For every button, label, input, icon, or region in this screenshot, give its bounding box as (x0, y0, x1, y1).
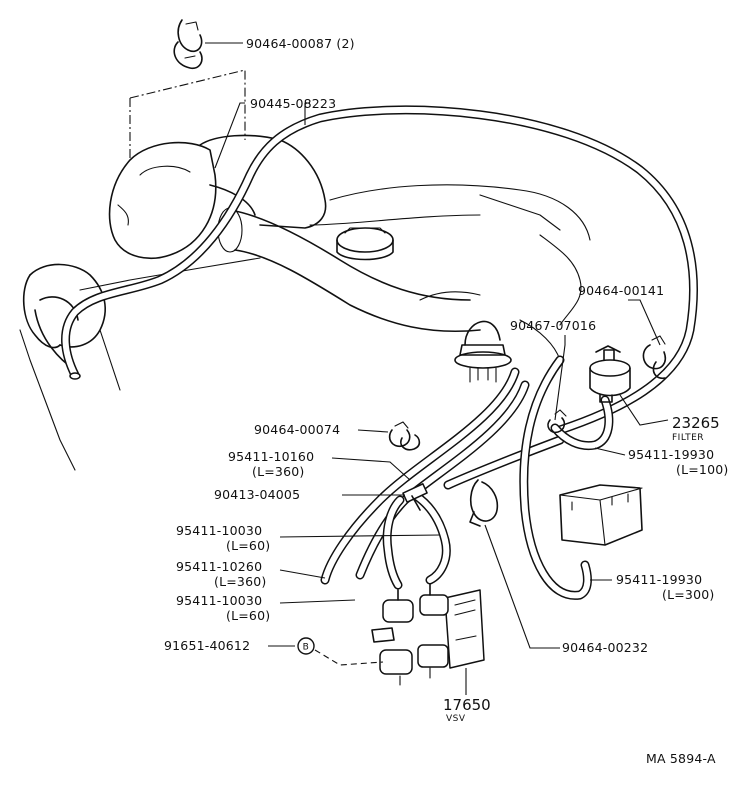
label-hose-60a-length: (L=60) (226, 538, 270, 553)
clip-left-icon (388, 421, 421, 451)
label-bolt: 91651-40612 (164, 638, 250, 653)
clip-right-icon (642, 335, 667, 380)
label-hose-360b-number: 95411-10260 (176, 559, 262, 574)
label-clip-right: 90464-00141 (578, 283, 664, 298)
hose-clamp-loop-icon (469, 479, 499, 527)
label-clip-mid: 90467-07016 (510, 318, 596, 333)
label-vsv-name: VSV (446, 714, 466, 724)
label-clamp-bottom: 90464-00232 (562, 640, 648, 655)
vacuum-damper (454, 320, 512, 383)
label-filter-name: FILTER (672, 433, 704, 443)
hose-long-loop (61, 105, 698, 435)
label-clip-top: 90464-00087 (2) (246, 36, 355, 51)
label-tee: 90413-04005 (214, 487, 300, 502)
label-hose-100-number: 95411-19930 (628, 447, 714, 462)
hose-bundle-to-vsv (320, 355, 614, 600)
part-labels: 90464-00087 (2) 90445-08223 90464-00141 … (164, 36, 728, 766)
leader-lines (205, 42, 669, 695)
label-hose-300-number: 95411-19930 (616, 572, 702, 587)
label-vsv-number: 17650 (443, 696, 491, 714)
label-filter-number: 23265 (672, 414, 720, 432)
bolt-ref-letter: B (303, 643, 310, 653)
label-hose-360b-length: (L=360) (214, 574, 266, 589)
label-hose-60a-number: 95411-10030 (176, 523, 262, 538)
label-hose-long: 90445-08223 (250, 96, 336, 111)
bolt-ref-marker: B (297, 637, 315, 655)
vsv-assembly (371, 583, 485, 686)
label-hose-300-length: (L=300) (662, 587, 714, 602)
label-hose-60b-length: (L=60) (226, 608, 270, 623)
label-hose-60b-number: 95411-10030 (176, 593, 262, 608)
engine-block-outline (19, 69, 591, 471)
label-hose-100-length: (L=100) (676, 462, 728, 477)
control-box (559, 484, 643, 546)
tee-connector (402, 483, 428, 511)
label-hose-360a-length: (L=360) (252, 464, 304, 479)
filter-part (589, 345, 631, 403)
diagram-ref-code: MA 5894-A (646, 751, 716, 766)
label-clip-left: 90464-00074 (254, 422, 340, 437)
label-hose-360a-number: 95411-10160 (228, 449, 314, 464)
clip-top-icon (173, 19, 203, 70)
clip-mid-icon (547, 409, 567, 434)
